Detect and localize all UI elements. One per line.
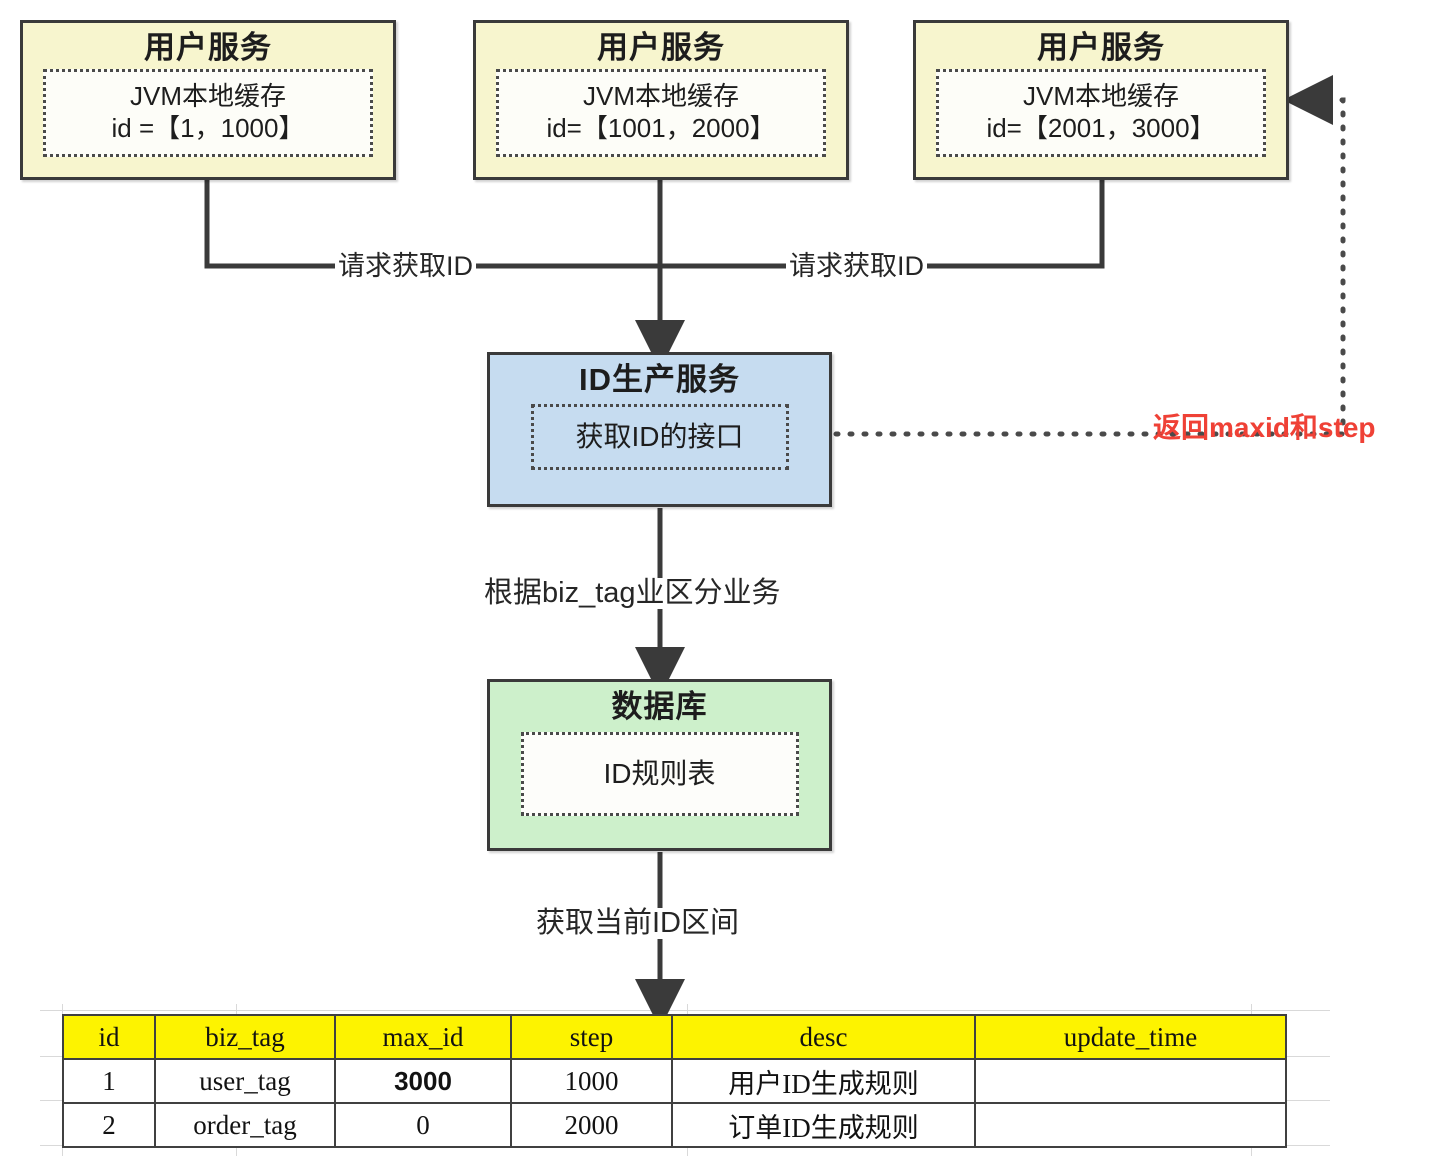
column-header-update-time: update_time <box>974 1014 1287 1060</box>
jvm-local-cache-box: JVM本地缓存 id=【2001，3000】 <box>936 69 1266 157</box>
column-header-step: step <box>510 1014 673 1060</box>
column-header-max-id: max_id <box>334 1014 512 1060</box>
column-header-biz-tag: biz_tag <box>154 1014 336 1060</box>
user-service-box-1: 用户服务 JVM本地缓存 id =【1，1000】 <box>20 20 396 180</box>
cell-biz-tag: order_tag <box>154 1102 336 1148</box>
id-rule-spreadsheet: id biz_tag max_id step desc update_time … <box>62 1014 1287 1148</box>
jvm-cache-label: JVM本地缓存 <box>1022 81 1179 112</box>
cell-max-id: 0 <box>334 1102 512 1148</box>
edge-label-current-id-range: 获取当前ID区间 <box>533 908 743 939</box>
cell-max-id: 3000 <box>334 1058 512 1104</box>
jvm-local-cache-box: JVM本地缓存 id =【1，1000】 <box>43 69 373 157</box>
cell-step: 2000 <box>510 1102 673 1148</box>
user-service-title: 用户服务 <box>597 30 725 65</box>
id-range-label: id=【2001，3000】 <box>986 113 1216 143</box>
edge-label-biz-tag: 根据biz_tag业区分业务 <box>481 578 784 609</box>
cell-update-time <box>974 1102 1287 1148</box>
cell-biz-tag: user_tag <box>154 1058 336 1104</box>
cell-id: 2 <box>62 1102 156 1148</box>
id-production-service-title: ID生产服务 <box>579 362 740 397</box>
edge-label-request-id-right: 请求获取ID <box>786 252 927 281</box>
database-box: 数据库 ID规则表 <box>487 679 832 851</box>
cell-update-time <box>974 1058 1287 1104</box>
get-id-interface-box: 获取ID的接口 <box>530 404 789 470</box>
cell-desc: 用户ID生成规则 <box>671 1058 976 1104</box>
user-service-title: 用户服务 <box>144 30 272 65</box>
database-title: 数据库 <box>611 689 708 724</box>
cell-step: 1000 <box>510 1058 673 1104</box>
edge-label-request-id-left: 请求获取ID <box>335 252 476 281</box>
column-header-desc: desc <box>671 1014 976 1060</box>
jvm-local-cache-box: JVM本地缓存 id=【1001，2000】 <box>496 69 826 157</box>
cell-id: 1 <box>62 1058 156 1104</box>
user-service-box-2: 用户服务 JVM本地缓存 id=【1001，2000】 <box>473 20 849 180</box>
table-row: 1 user_tag 3000 1000 用户ID生成规则 <box>62 1058 1287 1104</box>
id-range-label: id=【1001，2000】 <box>546 113 776 143</box>
id-production-service-box: ID生产服务 获取ID的接口 <box>487 352 832 507</box>
get-id-interface-label: 获取ID的接口 <box>575 420 744 452</box>
column-header-id: id <box>62 1014 156 1060</box>
id-rule-table-box: ID规则表 <box>520 732 799 816</box>
user-service-box-3: 用户服务 JVM本地缓存 id=【2001，3000】 <box>913 20 1289 180</box>
spreadsheet-guide <box>40 1010 1330 1011</box>
id-rule-table-label: ID规则表 <box>603 757 716 789</box>
edge-label-return-maxid-step: 返回maxid和step <box>1153 412 1376 443</box>
id-range-label: id =【1，1000】 <box>111 113 305 143</box>
user-service-title: 用户服务 <box>1037 30 1165 65</box>
jvm-cache-label: JVM本地缓存 <box>129 81 286 112</box>
cell-desc: 订单ID生成规则 <box>671 1102 976 1148</box>
table-header-row: id biz_tag max_id step desc update_time <box>62 1014 1287 1060</box>
jvm-cache-label: JVM本地缓存 <box>582 81 739 112</box>
table-row: 2 order_tag 0 2000 订单ID生成规则 <box>62 1102 1287 1148</box>
